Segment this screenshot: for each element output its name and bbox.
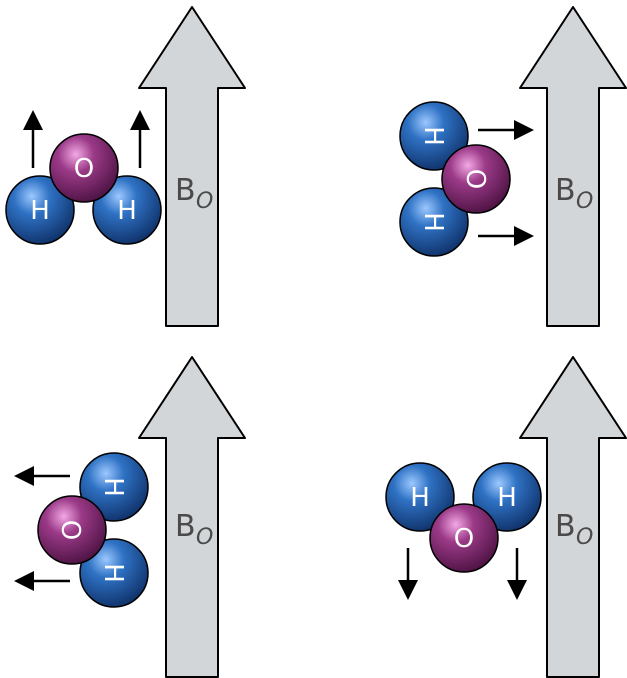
svg-text:B: B xyxy=(555,509,576,544)
svg-text:H: H xyxy=(98,563,128,583)
hydrogen-atom: H xyxy=(472,462,542,532)
hydrogen-atom: H xyxy=(79,452,149,522)
svg-text:O: O xyxy=(576,189,593,214)
hydrogen-atom: H xyxy=(399,187,469,257)
field-arrow xyxy=(519,6,627,327)
hydrogen-atom: H xyxy=(79,538,149,608)
svg-text:H: H xyxy=(418,126,448,146)
field-arrow xyxy=(138,6,246,327)
svg-text:B: B xyxy=(555,173,576,208)
svg-text:O: O xyxy=(460,169,490,189)
svg-text:O: O xyxy=(576,525,593,550)
oxygen-atom: O xyxy=(429,503,499,573)
oxygen-atom: O xyxy=(49,133,119,203)
hydrogen-atom: H xyxy=(5,175,75,245)
svg-text:O: O xyxy=(58,520,88,540)
svg-text:O: O xyxy=(196,189,213,214)
svg-text:H: H xyxy=(117,196,137,226)
field-arrow xyxy=(138,356,246,678)
svg-text:O: O xyxy=(196,525,213,550)
svg-text:B: B xyxy=(175,173,196,208)
panel-top-left: B O H H O xyxy=(5,6,246,327)
field-label: B O xyxy=(555,173,593,214)
svg-text:H: H xyxy=(410,483,430,513)
field-arrow xyxy=(519,356,627,678)
svg-text:B: B xyxy=(175,509,196,544)
hydrogen-atom: H xyxy=(385,462,455,532)
svg-text:H: H xyxy=(497,483,517,513)
svg-text:O: O xyxy=(74,154,94,184)
oxygen-atom: O xyxy=(37,495,107,565)
field-label: B O xyxy=(555,509,593,550)
panel-top-right: B O H H O xyxy=(399,6,627,327)
svg-text:H: H xyxy=(98,477,128,497)
svg-text:H: H xyxy=(30,196,50,226)
oxygen-atom: O xyxy=(441,144,511,214)
svg-text:H: H xyxy=(418,212,448,232)
svg-text:O: O xyxy=(454,524,474,554)
hydrogen-atom: H xyxy=(399,101,469,171)
panel-bottom-left: B O H H O xyxy=(14,356,246,678)
hydrogen-atom: H xyxy=(92,175,162,245)
field-label: B O xyxy=(175,509,213,550)
panel-bottom-right: B O H H O xyxy=(385,356,627,678)
field-label: B O xyxy=(175,173,213,214)
